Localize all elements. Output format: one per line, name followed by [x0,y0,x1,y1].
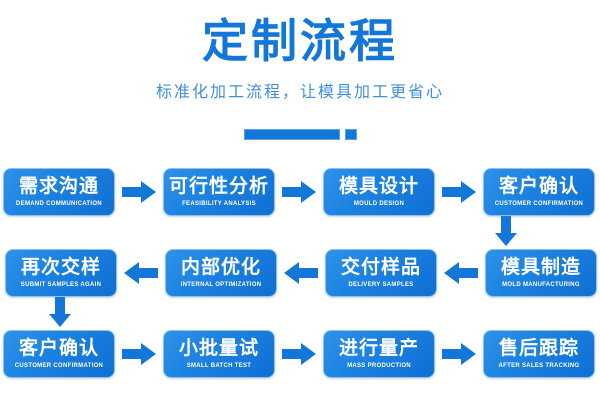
flow-gap [438,180,480,204]
flow-gap [278,342,320,366]
flow-step-label-en: MASS PRODUCTION [347,363,411,369]
flow-row-2: 模具制造 MOLD MANUFACTURING 交付样品 DELIVERY SA… [0,247,600,299]
process-flow-diagram: 需求沟通 DEMAND COMMUNICATION 可行性分析 FEASIBIL… [0,152,600,401]
flow-step-12[interactable]: 售后跟踪 AFTER SALES TRACKING [483,330,595,378]
flow-step-label-en: SMALL BATCH TEST [186,363,252,369]
flow-gap [280,261,322,285]
flow-row-1: 需求沟通 DEMAND COMMUNICATION 可行性分析 FEASIBIL… [0,166,600,218]
arrow-down-icon [49,297,71,327]
flow-step-label-cn: 客户确认 [18,338,99,359]
flow-gap [118,180,160,204]
flow-step-3[interactable]: 模具设计 MOULD DESIGN [323,168,435,216]
connector-row1-to-row2 [494,216,518,246]
flow-step-label-en: CUSTOMER CONFIRMATION [14,363,104,369]
flow-step-2[interactable]: 可行性分析 FEASIBILITY ANALYSIS [163,168,275,216]
flow-slot: 交付样品 DELIVERY SAMPLES [322,249,440,297]
arrow-right-icon [122,181,156,203]
flow-step-6[interactable]: 交付样品 DELIVERY SAMPLES [325,249,437,297]
flow-step-1[interactable]: 需求沟通 DEMAND COMMUNICATION [3,168,115,216]
flow-step-label-en: DEMAND COMMUNICATION [16,201,102,207]
flow-step-label-cn: 可行性分析 [168,176,269,197]
flow-step-label-cn: 模具设计 [338,176,419,197]
flow-step-label-cn: 需求沟通 [18,176,99,197]
flow-slot: 再次交样 SUBMIT SAMPLES AGAIN [2,249,120,297]
flow-gap [440,261,482,285]
flow-step-label-cn: 模具制造 [500,257,581,278]
flow-slot: 进行量产 MASS PRODUCTION [320,330,438,378]
flow-step-7[interactable]: 内部优化 INTERNAL OPTIMIZATION [165,249,277,297]
arrow-right-icon [282,343,316,365]
flow-slot: 模具设计 MOULD DESIGN [320,168,438,216]
divider-bar-icon [243,128,340,140]
flow-step-label-cn: 小批量试 [178,338,259,359]
page-title: 定制流程 [202,15,398,67]
flow-step-11[interactable]: 进行量产 MASS PRODUCTION [323,330,435,378]
flow-step-label-cn: 再次交样 [20,257,101,278]
flow-gap [278,180,320,204]
flow-step-label-en: DELIVERY SAMPLES [348,282,414,288]
arrow-left-icon [124,262,158,284]
flow-gap [438,342,480,366]
arrow-right-icon [122,343,156,365]
arrow-left-icon [444,262,478,284]
flow-step-label-cn: 内部优化 [180,257,261,278]
flow-gap [118,342,160,366]
flow-slot: 模具制造 MOLD MANUFACTURING [482,249,600,297]
page-subtitle: 标准化加工流程，让模具加工更省心 [155,84,444,101]
flow-gap [120,261,162,285]
flow-step-label-en: CUSTOMER CONFIRMATION [494,201,584,207]
flow-slot: 小批量试 SMALL BATCH TEST [160,330,278,378]
flow-slot: 需求沟通 DEMAND COMMUNICATION [0,168,118,216]
flow-step-9[interactable]: 客户确认 CUSTOMER CONFIRMATION [3,330,115,378]
flow-step-label-cn: 进行量产 [338,338,419,359]
flow-slot: 内部优化 INTERNAL OPTIMIZATION [162,249,280,297]
flow-step-10[interactable]: 小批量试 SMALL BATCH TEST [163,330,275,378]
arrow-right-icon [442,343,476,365]
flow-slot: 可行性分析 FEASIBILITY ANALYSIS [160,168,278,216]
flow-step-label-en: MOULD DESIGN [353,201,405,207]
flow-row-3: 客户确认 CUSTOMER CONFIRMATION 小批量试 SMALL BA… [0,328,600,380]
flow-step-5[interactable]: 模具制造 MOLD MANUFACTURING [485,249,597,297]
flow-slot: 售后跟踪 AFTER SALES TRACKING [480,330,598,378]
flow-slot: 客户确认 CUSTOMER CONFIRMATION [480,168,598,216]
flow-step-label-en: MOLD MANUFACTURING [502,282,580,288]
arrow-right-icon [282,181,316,203]
flow-step-label-en: FEASIBILITY ANALYSIS [182,201,256,207]
connector-row2-to-row3 [48,297,72,327]
arrow-down-icon [495,216,517,246]
header-divider [0,128,600,140]
flow-step-label-en: AFTER SALES TRACKING [498,363,580,369]
flow-step-label-cn: 交付样品 [340,257,421,278]
arrow-left-icon [284,262,318,284]
page-header: 定制流程 标准化加工流程，让模具加工更省心 [0,0,600,152]
flow-step-8[interactable]: 再次交样 SUBMIT SAMPLES AGAIN [5,249,117,297]
arrow-right-icon [442,181,476,203]
flow-step-label-cn: 客户确认 [498,176,579,197]
flow-step-label-en: INTERNAL OPTIMIZATION [180,282,262,288]
flow-step-label-cn: 售后跟踪 [498,338,579,359]
flow-step-4[interactable]: 客户确认 CUSTOMER CONFIRMATION [483,168,595,216]
flow-slot: 客户确认 CUSTOMER CONFIRMATION [0,330,118,378]
divider-square-icon [344,128,357,140]
flow-step-label-en: SUBMIT SAMPLES AGAIN [20,282,102,288]
